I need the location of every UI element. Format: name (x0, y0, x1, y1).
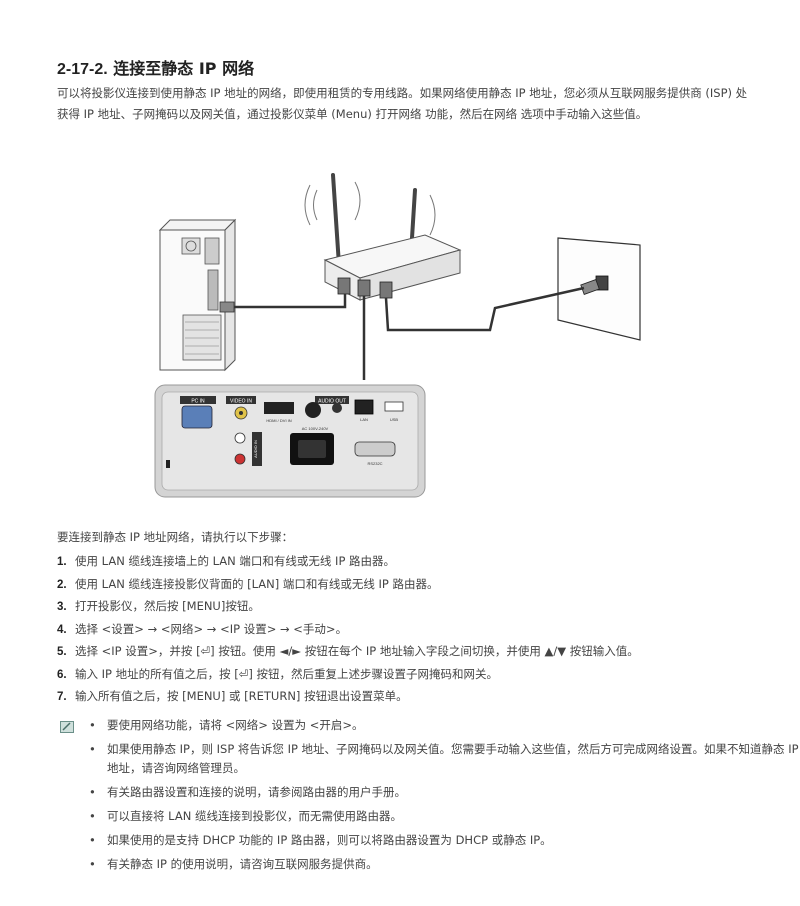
section-title: 2-17-2. 连接至静态 IP 网络 (57, 55, 254, 79)
note-text: 要使用网络功能，请将 <网络> 设置为 <开启>。 (107, 718, 364, 732)
note-item: • 有关路由器设置和连接的说明，请参阅路由器的用户手册。 (57, 783, 800, 802)
intro-paragraph: 可以将投影仪连接到使用静态 IP 地址的网络，即使用租赁的专用线路。如果网络使用… (57, 86, 748, 121)
label-usb: USB (390, 417, 399, 422)
section-number: 2-17-2. (57, 61, 108, 78)
bullet-icon: • (89, 809, 96, 823)
step-number: 3. (57, 601, 67, 613)
step-text: 输入 IP 地址的所有值之后，按 [⏎] 按钮，然后重复上述步骤设置子网掩码和网… (75, 666, 499, 681)
step-item: 4. 选择 <设置> → <网络> → <IP 设置> → <手动>。 (57, 619, 639, 642)
label-audio-in: AUDIO IN (253, 440, 258, 458)
label-video-in: VIDEO IN (230, 399, 252, 405)
step-text: 输入所有值之后，按 [MENU] 或 [RETURN] 按钮退出设置菜单。 (75, 689, 408, 703)
step-text: 使用 LAN 缆线连接投影仪背面的 [LAN] 端口和有线或无线 IP 路由器。 (75, 576, 439, 591)
label-lan: LAN (360, 417, 368, 422)
section-heading: 连接至静态 IP 网络 (113, 59, 255, 78)
bullet-icon: • (89, 857, 96, 871)
note-text: 如果使用的是支持 DHCP 功能的 IP 路由器，则可以将路由器设置为 DHCP… (107, 833, 552, 847)
step-number: 7. (57, 691, 67, 703)
step-number: 4. (57, 623, 67, 636)
network-connection-diagram: PC IN VIDEO IN HDMI / DVI IN AUDIO OUT L… (154, 173, 641, 498)
step-number: 6. (57, 668, 67, 681)
wall-lan-port-illustration (557, 237, 641, 341)
step-text: 选择 <IP 设置>，并按 [⏎] 按钮。使用 ◄/► 按钮在每个 IP 地址输… (75, 644, 639, 658)
router-illustration (304, 173, 462, 301)
note-text: 有关路由器设置和连接的说明，请参阅路由器的用户手册。 (107, 785, 406, 799)
note-text: 可以直接将 LAN 缆线连接到投影仪，而无需使用路由器。 (107, 809, 402, 823)
step-item: 5. 选择 <IP 设置>，并按 [⏎] 按钮。使用 ◄/► 按钮在每个 IP 地… (57, 641, 639, 664)
note-icon (60, 721, 74, 733)
step-item: 1. 使用 LAN 缆线连接墙上的 LAN 端口和有线或无线 IP 路由器。 (57, 551, 639, 574)
note-item: • 如果使用静态 IP，则 ISP 将告诉您 IP 地址、子网掩码以及网关值。您需… (57, 740, 800, 778)
bullet-icon: • (89, 785, 96, 799)
note-item: • 要使用网络功能，请将 <网络> 设置为 <开启>。 (57, 716, 800, 735)
bullet-icon: • (89, 833, 96, 847)
step-text: 选择 <设置> → <网络> → <IP 设置> → <手动>。 (75, 621, 348, 636)
step-item: 6. 输入 IP 地址的所有值之后，按 [⏎] 按钮，然后重复上述步骤设置子网掩码… (57, 664, 639, 687)
label-pc-in: PC IN (191, 399, 205, 405)
projector-rear-panel: PC IN VIDEO IN HDMI / DVI IN AUDIO OUT L… (154, 384, 426, 498)
step-item: 3. 打开投影仪，然后按 [MENU]按钮。 (57, 596, 639, 619)
label-ac: AC 100V-240V (302, 426, 329, 431)
notes-list: • 要使用网络功能，请将 <网络> 设置为 <开启>。 • 如果使用静态 IP，则 … (57, 716, 800, 879)
label-audio-out: AUDIO OUT (318, 399, 346, 405)
steps-intro: 要连接到静态 IP 地址网络，请执行以下步骤： (57, 530, 294, 544)
note-text: 如果使用静态 IP，则 ISP 将告诉您 IP 地址、子网掩码以及网关值。您需要… (107, 742, 799, 775)
note-item: • 可以直接将 LAN 缆线连接到投影仪，而无需使用路由器。 (57, 807, 800, 826)
note-item: • 如果使用的是支持 DHCP 功能的 IP 路由器，则可以将路由器设置为 DHC… (57, 831, 800, 850)
note-text: 有关静态 IP 的使用说明，请咨询互联网服务提供商。 (107, 857, 378, 871)
pc-tower-illustration (158, 218, 237, 372)
steps-list: 1. 使用 LAN 缆线连接墙上的 LAN 端口和有线或无线 IP 路由器。 2.… (57, 551, 639, 709)
bullet-icon: • (89, 742, 96, 756)
note-item: • 有关静态 IP 的使用说明，请咨询互联网服务提供商。 (57, 855, 800, 874)
step-number: 5. (57, 646, 67, 658)
step-item: 2. 使用 LAN 缆线连接投影仪背面的 [LAN] 端口和有线或无线 IP 路由… (57, 574, 639, 597)
step-number: 1. (57, 556, 67, 568)
step-item: 7. 输入所有值之后，按 [MENU] 或 [RETURN] 按钮退出设置菜单。 (57, 686, 639, 709)
bullet-icon: • (89, 718, 96, 732)
step-text: 使用 LAN 缆线连接墙上的 LAN 端口和有线或无线 IP 路由器。 (75, 554, 396, 568)
label-rs232c: RS232C (367, 461, 382, 466)
step-number: 2. (57, 578, 67, 591)
step-text: 打开投影仪，然后按 [MENU]按钮。 (75, 599, 260, 613)
lan-cables (234, 286, 585, 380)
label-hdmi: HDMI / DVI IN (266, 418, 291, 423)
